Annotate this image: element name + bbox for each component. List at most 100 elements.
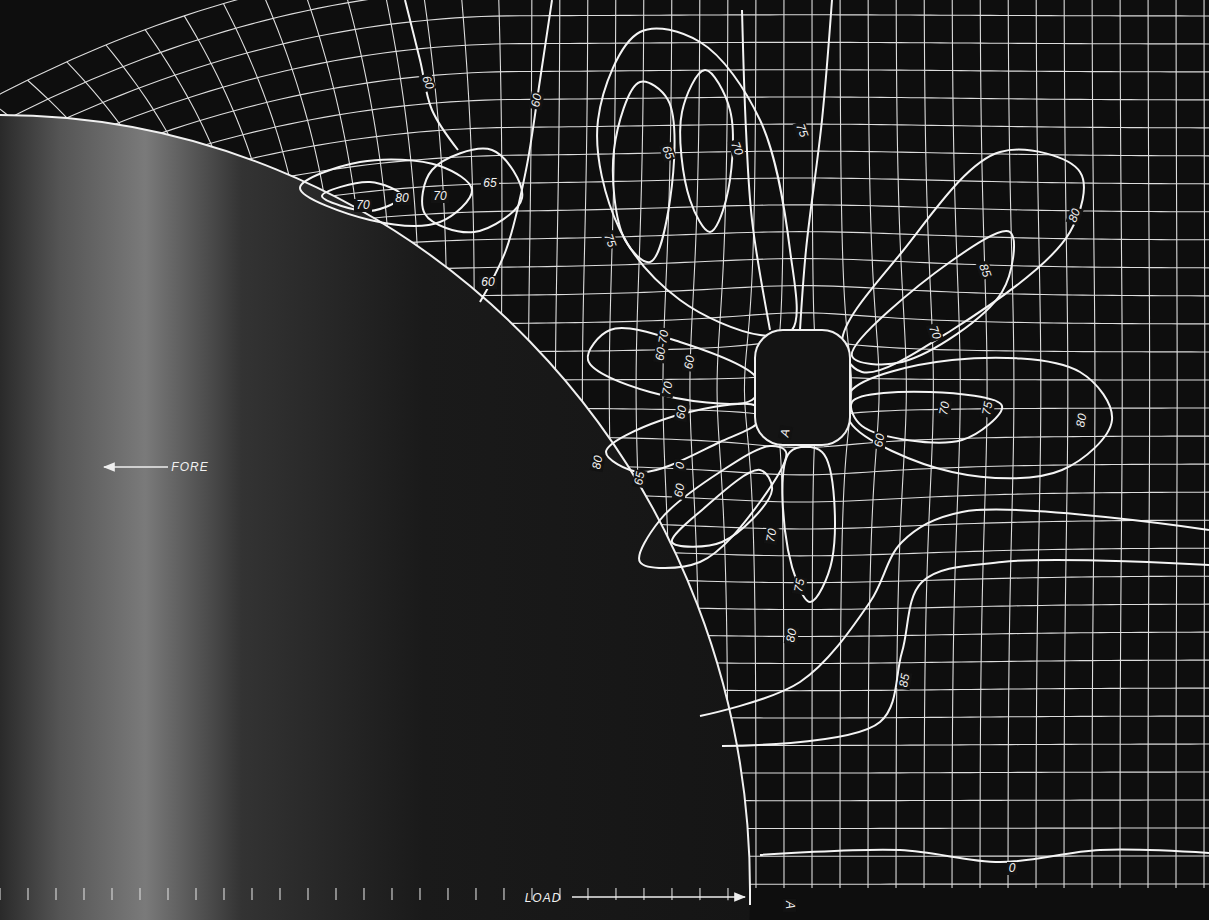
contour-lines (300, 0, 1209, 862)
grid-line (0, 688, 1209, 691)
contour-loop (300, 159, 472, 225)
grid-line (0, 744, 1209, 745)
grid-line (952, 0, 960, 900)
contour-line (760, 850, 1209, 862)
grid-line (106, 45, 224, 900)
grid-line (0, 0, 1209, 269)
grid-line (980, 0, 987, 900)
load-arrow (572, 896, 745, 898)
contour-value: 60 (479, 276, 496, 289)
contour-line (742, 10, 770, 330)
contour-loop (613, 82, 675, 263)
hole (755, 330, 850, 445)
grid-line (1203, 0, 1205, 900)
grid-line (145, 30, 252, 900)
grid-line (0, 97, 1209, 289)
contour-line (480, 0, 552, 302)
grid-line (0, 799, 1209, 801)
grid-line (636, 0, 644, 900)
grid (0, 0, 1209, 900)
grid-line (0, 0, 1209, 264)
contour-loop (845, 358, 1112, 479)
grid-line (690, 0, 700, 900)
grid-line (840, 0, 852, 900)
grid-line (263, 0, 336, 900)
grid-line (223, 4, 308, 900)
grid-line (0, 772, 1209, 773)
grid-line (0, 492, 1209, 502)
contour-loop (639, 446, 786, 568)
contour-loop (322, 182, 402, 211)
grid-line (184, 16, 280, 900)
grid-line (868, 0, 879, 900)
grid-line (0, 660, 1209, 663)
grid-line (341, 0, 392, 900)
direction-label: LOAD (523, 892, 564, 905)
grid-line (0, 70, 1209, 284)
grid-line (555, 0, 559, 900)
contour-value: 65 (481, 177, 498, 190)
grid-line (1036, 0, 1041, 900)
direction-label: FORE (169, 461, 210, 474)
contour-value: 70 (354, 199, 371, 212)
grid-line (0, 100, 140, 900)
contour-line (722, 560, 1209, 746)
grid-line (896, 0, 906, 900)
grid-line (0, 122, 112, 900)
contour-line (800, 0, 832, 330)
grid-line (67, 62, 196, 900)
grid-line (0, 576, 1209, 583)
grid-line (1148, 0, 1150, 900)
contour-line (700, 510, 1209, 716)
grid-line (458, 0, 476, 900)
contour-value: 0 (1007, 862, 1018, 875)
grid-line (0, 259, 1209, 319)
grid-line (0, 340, 1209, 352)
grid-line (0, 883, 1209, 884)
grid-line (1008, 0, 1014, 900)
grid-line (0, 604, 1209, 610)
grid-line (582, 0, 588, 900)
contour-value: 70 (431, 190, 448, 203)
grid-line (1120, 0, 1122, 900)
grid-line (0, 855, 1209, 856)
contour-loop (672, 470, 772, 547)
contour-loop (422, 149, 522, 233)
grid-line (0, 827, 1209, 829)
grid-line (0, 42, 1209, 279)
grid-line (1064, 0, 1068, 900)
contour-loop (782, 447, 834, 602)
contour-loop (588, 328, 759, 404)
grid-line (0, 408, 1209, 420)
contour-loop (842, 150, 1084, 373)
contour-line (405, 0, 458, 150)
grid-line (498, 0, 504, 900)
grid-line (0, 313, 1209, 329)
grid-line (0, 286, 1209, 324)
grid-line (663, 0, 672, 900)
grid-line (419, 0, 448, 900)
grid-line (924, 0, 933, 900)
grid-line (0, 144, 84, 900)
fore-arrow (104, 466, 168, 468)
grid-line (0, 632, 1209, 636)
grid-line (1176, 0, 1177, 900)
grid-line (0, 548, 1209, 556)
grid-line (0, 716, 1209, 718)
contour-value: 80 (393, 192, 410, 205)
contour-value: 0 (673, 459, 688, 472)
contour-loop (680, 70, 733, 232)
grid-line (0, 520, 1209, 529)
point-label: A (783, 898, 796, 911)
contour-loop (597, 28, 797, 336)
grid-line (717, 0, 728, 900)
grid-line (0, 178, 1209, 304)
boundary-arc (0, 115, 750, 905)
grid-line (609, 0, 616, 900)
grid-line (0, 195, 28, 900)
point-label: A (778, 424, 793, 439)
grid-line (0, 169, 56, 900)
